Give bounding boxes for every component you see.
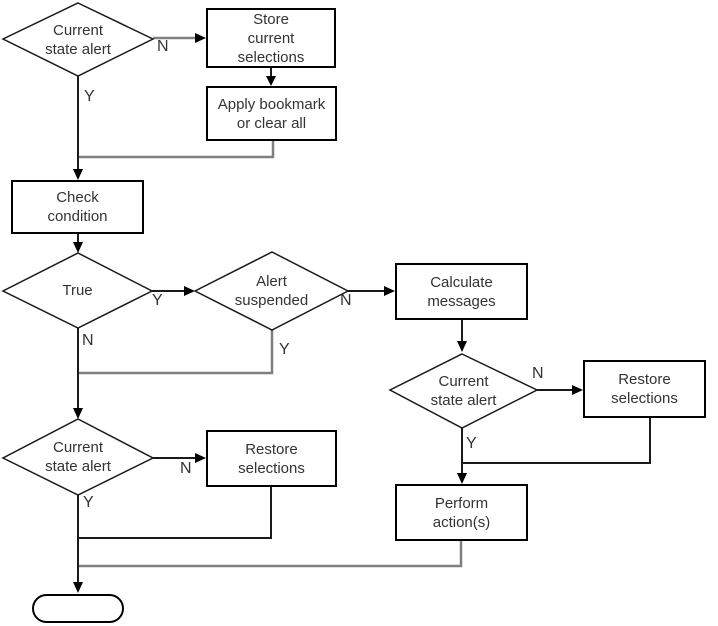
edge-label-alert-suspended-no: N: [340, 292, 352, 309]
edge-label-true-yes: Y: [152, 292, 163, 309]
arrowhead-into-perform: [457, 473, 467, 484]
process-store-current-selections: Store current selections: [206, 8, 336, 68]
process-restore-selections-left: Restore selections: [206, 430, 337, 487]
arrowhead-into-calculate: [384, 286, 395, 296]
decision-current-state-alert-bottom-label: Current state alert: [45, 439, 111, 475]
terminator-end: [32, 594, 124, 623]
decision-current-state-alert-right-shape: [388, 353, 539, 429]
edge-label-top-no: N: [157, 38, 169, 55]
edge-label-bottom-decision-yes: Y: [83, 494, 94, 511]
process-restore-selections-right-label: Restore selections: [611, 371, 678, 407]
edge-apply-bookmark-merge: [78, 141, 275, 159]
decision-current-state-alert-right: Current state alert: [390, 354, 537, 428]
arrowhead-into-end: [73, 582, 83, 593]
arrowhead-into-bottom-decision: [73, 408, 83, 419]
arrowhead-into-store: [195, 33, 206, 43]
flow-edges: [77, 68, 651, 585]
merge-edges: [78, 36, 463, 568]
process-calculate-messages: Calculate messages: [395, 263, 528, 320]
decision-current-state-alert-top: Current state alert: [3, 3, 153, 76]
arrowhead-into-restore-left: [195, 453, 206, 463]
process-restore-selections-left-label: Restore selections: [238, 440, 305, 477]
process-restore-selections-right: Restore selections: [583, 360, 706, 418]
decision-current-state-alert-right-label: Current state alert: [430, 373, 497, 409]
edge-label-alert-suspended-yes: Y: [279, 341, 290, 358]
arrowhead-into-right-decision: [457, 341, 467, 352]
edge-alert-suspended-yes-merge: [78, 330, 274, 375]
decision-true-label: True: [62, 282, 93, 299]
edge-label-right-decision-no: N: [532, 365, 544, 382]
arrowhead-into-true: [73, 242, 83, 253]
decision-current-state-alert-top-label: Current state alert: [45, 21, 111, 58]
decision-true: True: [3, 253, 152, 328]
process-check-condition-label: Check condition: [47, 189, 108, 225]
edge-label-right-decision-yes: Y: [466, 435, 477, 452]
process-check-condition: Check condition: [11, 180, 144, 234]
process-apply-bookmark-or-clear-all: Apply bookmark or clear all: [206, 86, 337, 141]
process-perform-actions: Perform action(s): [395, 484, 528, 541]
arrowhead-into-alert-suspended: [184, 286, 195, 296]
process-calculate-messages-label: Calculate messages: [427, 273, 496, 310]
decision-alert-suspended: Alert suspended: [195, 252, 348, 330]
arrowhead-into-apply: [266, 76, 276, 86]
process-store-current-selections-label: Store current selections: [237, 10, 305, 66]
edge-restore-left-merge: [78, 487, 272, 539]
edge-label-true-no: N: [82, 332, 94, 349]
decision-true-shape: [1, 252, 154, 329]
decision-shapes: [1, 2, 539, 496]
decision-current-state-alert-bottom-shape: [1, 418, 155, 496]
process-perform-actions-label: Perform action(s): [432, 494, 491, 531]
edge-perform-actions-merge: [78, 541, 463, 568]
arrowhead-into-check: [73, 169, 83, 180]
decision-current-state-alert-top-shape: [1, 2, 155, 77]
decision-alert-suspended-shape: [193, 251, 350, 331]
edge-label-top-yes: Y: [84, 88, 95, 105]
process-apply-bookmark-or-clear-all-label: Apply bookmark or clear all: [217, 95, 326, 132]
edge-label-bottom-decision-no: N: [180, 460, 192, 477]
decision-current-state-alert-bottom: Current state alert: [3, 419, 153, 495]
arrowheads: [73, 33, 583, 593]
edge-restore-right-merge: [462, 418, 651, 464]
arrowhead-into-restore-right: [572, 385, 583, 395]
decision-alert-suspended-label: Alert suspended: [234, 273, 309, 309]
